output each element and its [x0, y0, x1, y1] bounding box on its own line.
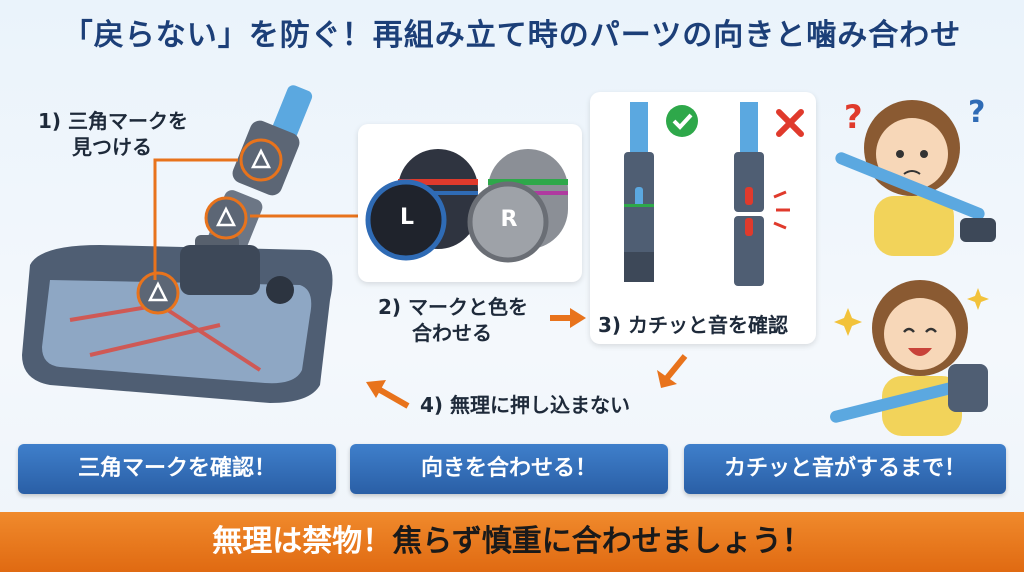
- triangle-mark-head: [136, 271, 180, 315]
- step4-label: 4) 無理に押し込まない: [420, 393, 631, 417]
- correct-connection: [624, 102, 654, 282]
- svg-text:?: ?: [968, 95, 985, 130]
- arrow-step2-to-step3: [550, 308, 586, 328]
- svg-text:?: ?: [844, 98, 863, 136]
- incorrect-connection: [734, 102, 790, 286]
- arrow-step3-to-step4: [657, 354, 688, 388]
- click-check-illustration: [624, 102, 790, 286]
- confused-person-illustration: ? ?: [835, 95, 996, 256]
- caution-banner: 無理は禁物！焦らず慎重に合わせましょう！: [0, 512, 1024, 572]
- vacuum-floor-head: [22, 245, 333, 403]
- banner-warning-text: 無理は禁物！: [212, 524, 393, 559]
- triangle-mark-top: [239, 138, 283, 182]
- until-click-button[interactable]: カチッと音がするまで！: [684, 444, 1006, 494]
- callout-lines: [153, 158, 360, 280]
- check-icon: [666, 105, 698, 137]
- page-title: 「戻らない」を防ぐ！再組み立て時のパーツの向きと噛み合わせ: [62, 18, 962, 53]
- arrow-step4-to-head: [366, 380, 410, 409]
- step1-label: 1) 三角マークを 見つける: [38, 109, 189, 159]
- check-triangle-mark-button[interactable]: 三角マークを確認！: [18, 444, 336, 494]
- happy-person-illustration: [830, 280, 989, 436]
- cross-icon: [776, 109, 804, 137]
- left-connector-letter: L: [399, 205, 415, 230]
- align-direction-button[interactable]: 向きを合わせる！: [350, 444, 668, 494]
- step2-label: 2) マークと色を 合わせる: [378, 295, 529, 345]
- right-connector: [467, 149, 568, 263]
- triangle-mark-middle: [204, 196, 248, 240]
- connector-illustration: [365, 149, 568, 263]
- vacuum-head-illustration: [22, 85, 333, 403]
- banner-advice-text: 焦らず慎重に合わせましょう！: [392, 524, 812, 559]
- step3-label: 3) カチッと音を確認: [598, 313, 789, 337]
- right-connector-letter: R: [500, 207, 518, 232]
- left-connector: [365, 149, 478, 261]
